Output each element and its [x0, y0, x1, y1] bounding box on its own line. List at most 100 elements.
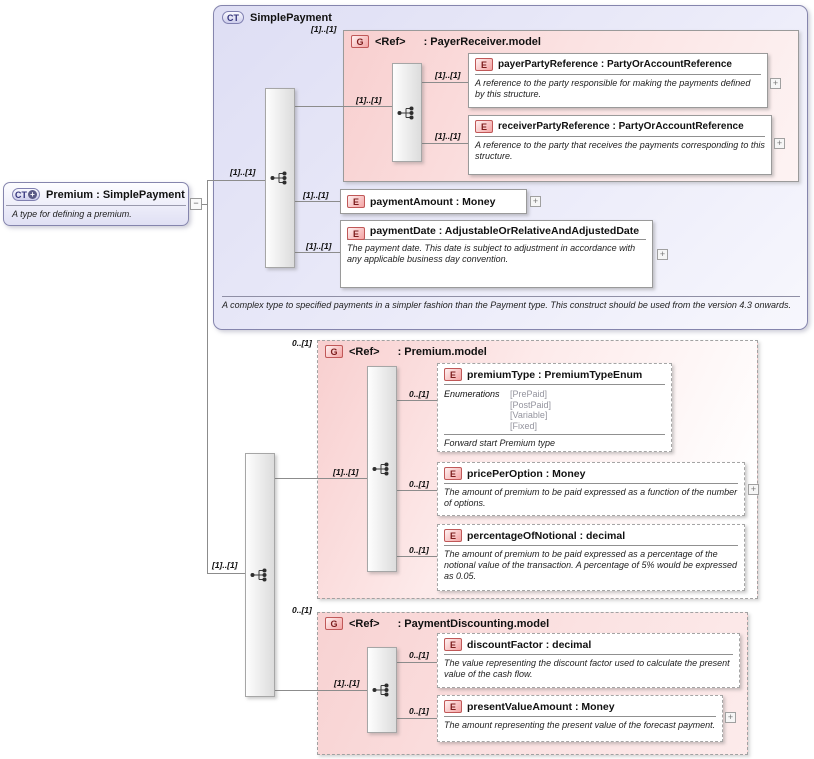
element-description: The payment date. This date is subject t… [347, 243, 636, 264]
cardinality-label: [1]..[1] [311, 24, 337, 34]
element-box-priceperoption[interactable]: E pricePerOption : Money The amount of p… [437, 462, 745, 516]
element-description: The amount of premium to be paid express… [444, 487, 738, 508]
sequence-icon [372, 683, 389, 697]
cardinality-label: 0..[1] [409, 650, 429, 660]
connector-line [207, 573, 245, 574]
footer-separator [222, 296, 800, 297]
element-description: The value representing the discount fact… [444, 658, 730, 679]
complextype-plus-icon: CT+ [12, 188, 40, 201]
element-description: Forward start Premium type [444, 438, 556, 448]
element-title: receiverPartyReference : PartyOrAccountR… [498, 121, 744, 132]
element-title: pricePerOption : Money [467, 467, 586, 480]
complextype-box-premium[interactable]: CT+ Premium : SimplePayment A type for d… [3, 182, 189, 226]
sequence-compositor-payerreceiver[interactable] [392, 63, 422, 162]
enum-value: [Variable] [510, 410, 548, 420]
separator [444, 654, 733, 655]
collapse-button[interactable]: − [190, 198, 202, 210]
element-box-receiverpartyreference[interactable]: E receiverPartyReference : PartyOrAccoun… [468, 115, 772, 175]
element-title: premiumType : PremiumTypeEnum [467, 368, 643, 381]
simplepayment-header: CT SimplePayment [214, 6, 807, 26]
enumerations-section: Enumerations [PrePaid] [PostPaid] [Varia… [438, 386, 671, 433]
cardinality-label: 0..[1] [409, 479, 429, 489]
group-icon: G [325, 617, 343, 630]
cardinality-label: [1]..[1] [306, 241, 332, 251]
element-box-discountfactor[interactable]: E discountFactor : decimal The value rep… [437, 633, 740, 688]
connector-line [397, 400, 437, 401]
connector-line [422, 143, 468, 144]
enumerations-label: Enumerations [444, 389, 500, 399]
sequence-compositor-simplepayment[interactable] [265, 88, 295, 268]
element-icon: E [347, 195, 365, 208]
element-title: payerPartyReference : PartyOrAccountRefe… [498, 59, 732, 70]
element-box-premiumtype[interactable]: E premiumType : PremiumTypeEnum Enumerat… [437, 363, 672, 452]
cardinality-label: [1]..[1] [212, 560, 238, 570]
connector-line [275, 478, 367, 479]
element-box-percentageofnotional[interactable]: E percentageOfNotional : decimal The amo… [437, 524, 745, 591]
enum-value: [PostPaid] [510, 399, 552, 410]
cardinality-label: [1]..[1] [334, 678, 360, 688]
paymentdiscounting-group-header: G <Ref> : PaymentDiscounting.model [318, 613, 747, 630]
group-ref-label: <Ref> [375, 35, 406, 48]
separator [475, 74, 761, 75]
element-box-presentvalueamount[interactable]: E presentValueAmount : Money The amount … [437, 695, 723, 742]
premium-title: Premium : SimplePayment [46, 188, 185, 201]
element-box-paymentamount[interactable]: E paymentAmount : Money [340, 189, 527, 214]
separator [444, 483, 738, 484]
expand-button[interactable]: + [530, 196, 541, 207]
sequence-compositor-premium[interactable] [245, 453, 275, 697]
element-icon: E [444, 467, 462, 480]
connector-line [207, 180, 208, 574]
separator [444, 434, 665, 435]
element-icon: E [475, 58, 493, 71]
payerreceiver-group-header: G <Ref> : PayerReceiver.model [344, 31, 798, 48]
cardinality-label: [1]..[1] [435, 70, 461, 80]
group-ref-label: <Ref> [349, 345, 380, 358]
group-ref-label: <Ref> [349, 617, 380, 630]
element-description: A reference to the party responsible for… [475, 78, 751, 99]
element-title: paymentAmount : Money [370, 195, 496, 208]
connector-line [397, 490, 437, 491]
separator [444, 716, 716, 717]
separator [347, 239, 646, 240]
enum-value: [PrePaid] [510, 389, 548, 399]
plus-circle-icon: + [28, 190, 37, 199]
sequence-icon [250, 568, 267, 582]
cardinality-label: 0..[1] [409, 389, 429, 399]
element-title: presentValueAmount : Money [467, 700, 615, 713]
element-title: percentageOfNotional : decimal [467, 529, 626, 542]
simplepayment-title: SimplePayment [250, 11, 332, 24]
complextype-icon: CT [222, 11, 244, 24]
separator [6, 205, 186, 206]
element-icon: E [444, 700, 462, 713]
connector-line [295, 201, 340, 202]
element-description: The amount of premium to be paid express… [444, 549, 738, 581]
premium-header: CT+ Premium : SimplePayment [4, 183, 188, 203]
separator [444, 384, 665, 385]
element-title: discountFactor : decimal [467, 638, 592, 651]
element-box-paymentdate[interactable]: E paymentDate : AdjustableOrRelativeAndA… [340, 220, 653, 288]
sequence-compositor-premium-model[interactable] [367, 366, 397, 572]
element-description: The amount representing the present valu… [444, 720, 716, 730]
enum-value: [Fixed] [510, 420, 538, 431]
cardinality-label: 0..[1] [409, 545, 429, 555]
sequence-compositor-paymentdiscounting[interactable] [367, 647, 397, 733]
sequence-icon [397, 106, 414, 119]
element-icon: E [475, 120, 493, 133]
element-icon: E [347, 227, 365, 240]
element-icon: E [444, 638, 462, 651]
expand-button[interactable]: + [748, 484, 759, 495]
expand-button[interactable]: + [770, 78, 781, 89]
expand-button[interactable]: + [774, 138, 785, 149]
premium-model-group-header: G <Ref> : Premium.model [318, 341, 757, 358]
element-title: paymentDate : AdjustableOrRelativeAndAdj… [369, 225, 640, 237]
expand-button[interactable]: + [725, 712, 736, 723]
element-box-payerpartyreference[interactable]: E payerPartyReference : PartyOrAccountRe… [468, 53, 768, 108]
cardinality-label: 0..[1] [292, 338, 312, 348]
element-icon: E [444, 368, 462, 381]
cardinality-label: [1]..[1] [333, 467, 359, 477]
expand-button[interactable]: + [657, 249, 668, 260]
cardinality-label: [1]..[1] [435, 131, 461, 141]
separator [475, 136, 765, 137]
group-icon: G [325, 345, 343, 358]
